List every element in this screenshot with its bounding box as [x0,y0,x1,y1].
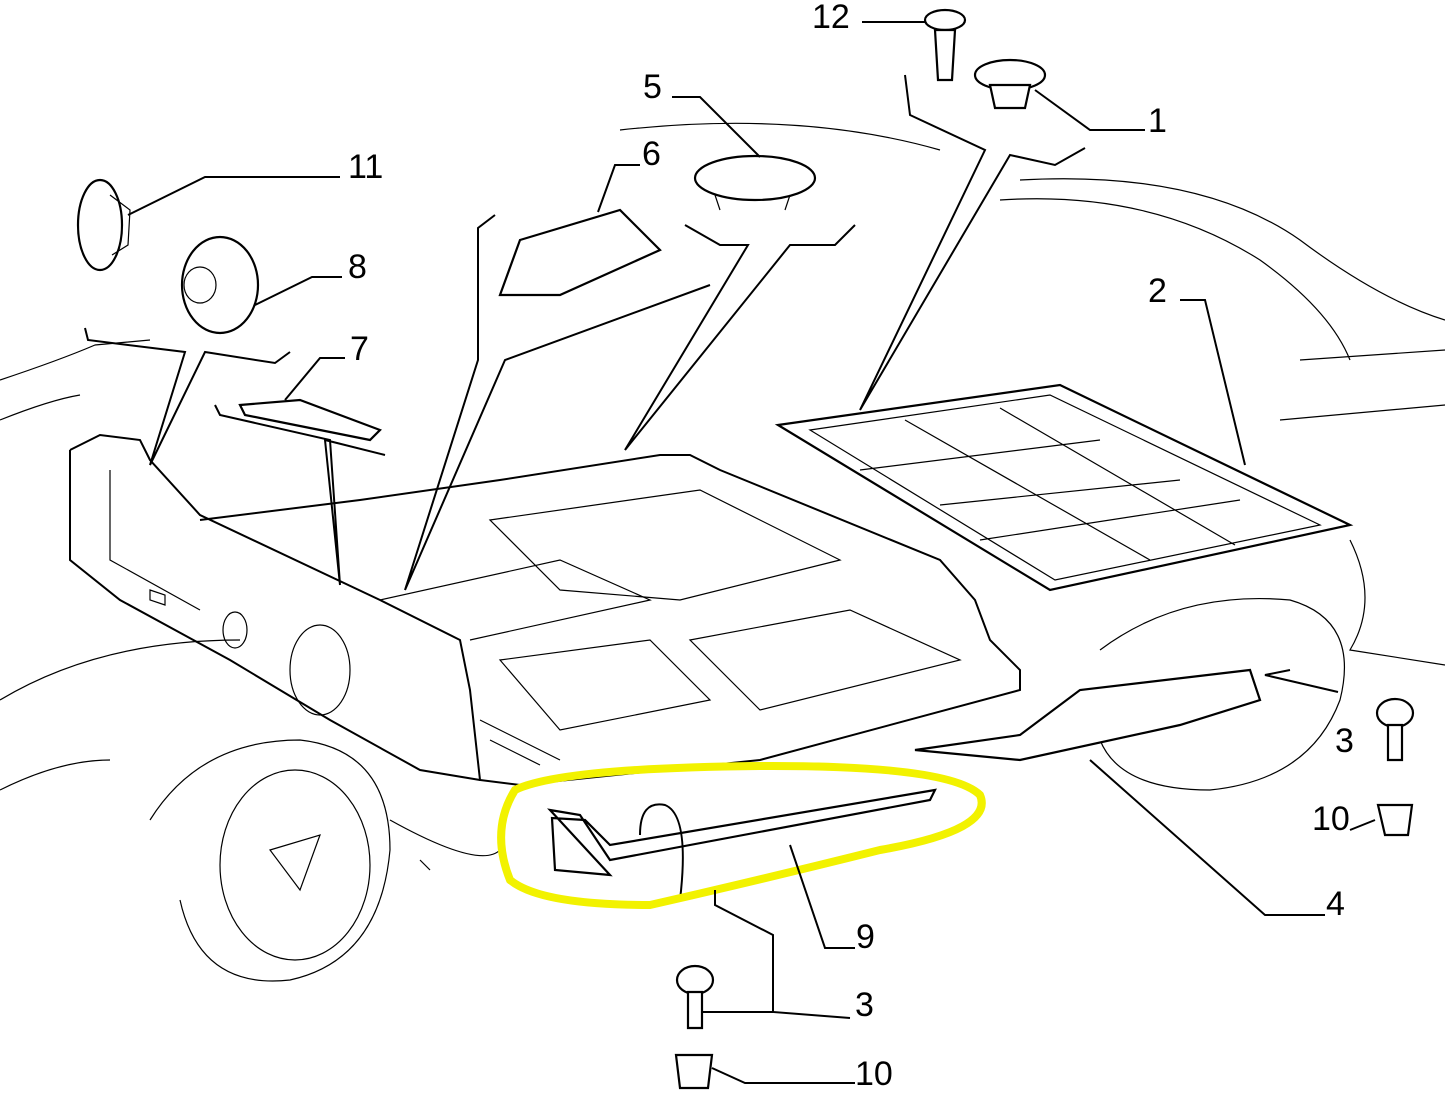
floor-pan [69,433,1021,787]
part-6-bracket [498,208,662,297]
nut-10-right [1376,803,1414,837]
callout-11: 11 [348,148,383,186]
callout-12: 12 [812,0,850,36]
callout-2: 2 [1148,272,1167,310]
nut-10-bottom [674,1053,714,1090]
screw-3-bottom [675,964,715,1030]
callout-1: 1 [1148,102,1167,140]
part-5-plug [693,154,817,211]
part-1-plug [973,58,1047,110]
callout-5: 5 [643,68,662,106]
car-body-outline [0,122,1445,982]
part-11-cap [76,178,131,272]
part-8-grommet [180,235,260,335]
callout-7: 7 [350,330,369,368]
callout-4: 4 [1326,885,1345,923]
leader-lines [127,21,1376,1084]
callout-3-right: 3 [1335,722,1354,760]
callout-6: 6 [642,135,661,173]
part-7-bracket [238,398,382,442]
part-2-floor-panel [774,383,1354,592]
pointer-wedges [84,74,1086,591]
part-12-clip [923,8,967,82]
part-4-sill [914,668,1262,762]
callout-10-right: 10 [1312,800,1350,838]
screw-3-right [1375,697,1415,762]
callout-3-bottom: 3 [855,986,874,1024]
callout-10-bottom: 10 [855,1055,893,1093]
callout-9: 9 [856,918,875,956]
callout-8: 8 [348,248,367,286]
highlight-ellipse [497,761,986,910]
part-9-sill [547,788,937,901]
